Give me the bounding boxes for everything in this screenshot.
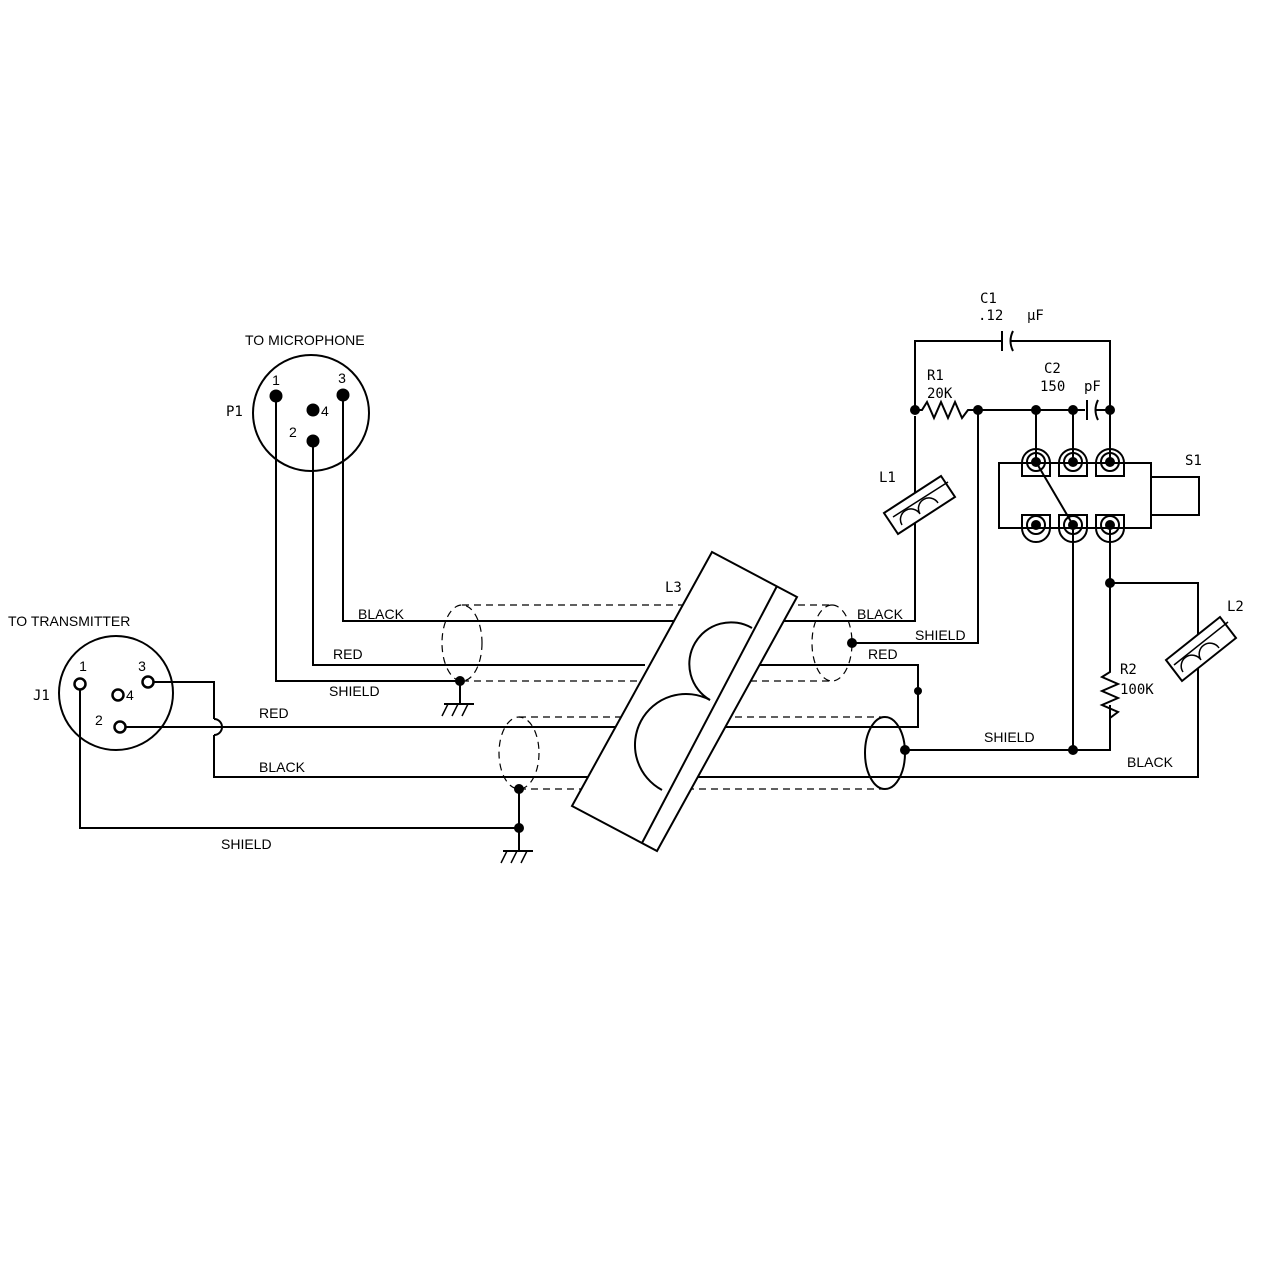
l3-inductor: [570, 550, 799, 853]
c2-unit-label: pF: [1084, 379, 1101, 395]
top-feedback-network: [914, 330, 1111, 410]
right-red-label: RED: [868, 646, 898, 662]
l3-label: L3: [665, 580, 682, 596]
upper-cable: [441, 410, 979, 691]
j1-connector: 1 3 4 2: [58, 635, 174, 751]
mic-black-label: BLACK: [358, 606, 405, 622]
r1-ref-label: R1: [927, 368, 944, 384]
mic-shield-label: SHIELD: [329, 683, 380, 699]
c1-ref-label: C1: [980, 291, 997, 307]
right-black-top-label: BLACK: [857, 606, 904, 622]
p1-connector: 1 3 4 2: [252, 354, 370, 472]
j1-pin1-label: 1: [79, 658, 87, 674]
j1-pin4-label: 4: [126, 687, 134, 703]
tx-red-label: RED: [259, 705, 289, 721]
c2-ref-label: C2: [1044, 361, 1061, 377]
r1-resistor: [910, 399, 1085, 421]
p1-pin4-label: 4: [321, 403, 329, 419]
to-transmitter-label: TO TRANSMITTER: [8, 613, 130, 629]
c1-value-label: .12: [978, 308, 1003, 324]
l1-label: L1: [879, 470, 896, 486]
right-shield-bottom-label: SHIELD: [984, 729, 1035, 745]
j1-pin2-label: 2: [95, 712, 103, 728]
p1-label: P1: [226, 404, 243, 420]
l2-label: L2: [1227, 599, 1244, 615]
tx-shield-label: SHIELD: [221, 836, 272, 852]
j1-wires: [79, 681, 520, 829]
c2-value-label: 150: [1040, 379, 1065, 395]
l1-inductor: [882, 474, 957, 536]
to-microphone-label: TO MICROPHONE: [245, 332, 365, 348]
p1-wires: [275, 395, 460, 682]
ground-symbol-upper: [441, 681, 474, 717]
p1-pin1-label: 1: [272, 372, 280, 388]
r2-resistor: [1099, 665, 1121, 750]
c1-unit-label: µF: [1027, 308, 1044, 324]
j1-pin3-label: 3: [138, 658, 146, 674]
right-shield-top-label: SHIELD: [915, 627, 966, 643]
s1-label: S1: [1185, 453, 1202, 469]
right-black-bottom-label: BLACK: [1127, 754, 1174, 770]
mic-red-label: RED: [333, 646, 363, 662]
r2-ref-label: R2: [1120, 662, 1137, 678]
p1-pin3-label: 3: [338, 370, 346, 386]
tx-black-label: BLACK: [259, 759, 306, 775]
switch-output-wires: [1068, 525, 1199, 755]
ground-symbol-lower: [500, 828, 533, 864]
s1-switch: [998, 410, 1200, 543]
r1-value-label: 20K: [927, 386, 953, 402]
r2-value-label: 100K: [1120, 682, 1154, 698]
j1-label: J1: [33, 688, 50, 704]
l2-inductor: [1164, 615, 1238, 683]
p1-pin2-label: 2: [289, 424, 297, 440]
